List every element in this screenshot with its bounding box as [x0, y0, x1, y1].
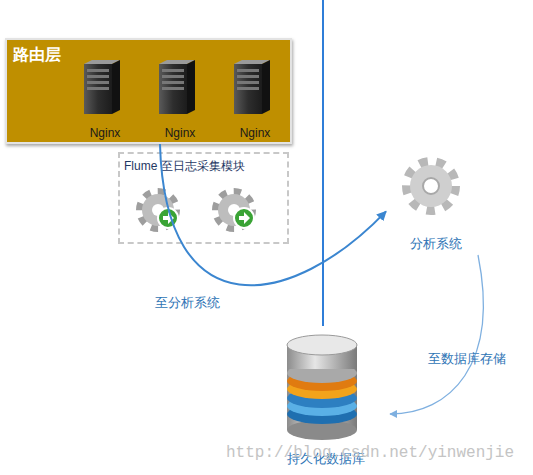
- server-side: [187, 60, 195, 114]
- server-top: [159, 60, 195, 64]
- server-slot: [162, 69, 184, 72]
- server-front: [84, 64, 112, 114]
- server-front: [234, 64, 262, 114]
- watermark: http://blog.csdn.net/yinwenjie: [226, 444, 514, 462]
- gear-body: [142, 194, 174, 226]
- server-slot: [162, 75, 184, 78]
- edge-label: 至数据库存储: [428, 350, 506, 368]
- gear-body: [218, 194, 250, 226]
- gear-teeth: [407, 162, 455, 210]
- node-label: 分析系统: [386, 235, 486, 253]
- db-band: [287, 404, 357, 424]
- gear-teeth: [140, 192, 176, 228]
- flume-gear: [140, 192, 178, 228]
- server-top: [234, 60, 270, 64]
- edge-label: 至分析系统: [155, 294, 220, 312]
- gear-hole: [228, 204, 240, 216]
- server-node: Nginx: [155, 60, 205, 140]
- server-slot: [87, 75, 109, 78]
- arrow-badge: [234, 208, 254, 228]
- server-front: [159, 64, 187, 114]
- layer-box: 路由层 Nginx Nginx Nginx: [5, 38, 292, 144]
- gear-body: [410, 165, 452, 207]
- server-slot: [87, 87, 109, 90]
- database-icon: [287, 335, 357, 440]
- server-icon: [234, 60, 270, 114]
- arrow-glyph: [163, 212, 174, 224]
- server-slot: [237, 69, 259, 72]
- db-band: [287, 379, 357, 399]
- system-node: 分析系统: [386, 158, 486, 255]
- server-side: [262, 60, 270, 114]
- server-node: Nginx: [230, 60, 280, 140]
- gear-teeth: [216, 192, 252, 228]
- module-box: Flume 至日志采集模块: [118, 152, 289, 244]
- server-slot: [237, 87, 259, 90]
- server-slot: [162, 81, 184, 84]
- server-top: [84, 60, 120, 64]
- server-node: Nginx: [80, 60, 130, 140]
- node-label: Nginx: [80, 126, 130, 140]
- db-bottom: [287, 420, 357, 440]
- db-band: [287, 388, 357, 408]
- server-icon: [159, 60, 195, 114]
- server-slot: [87, 69, 109, 72]
- flow-arrow: [390, 255, 483, 414]
- node-label: Nginx: [230, 126, 280, 140]
- node-label: Nginx: [155, 126, 205, 140]
- gear-hole: [152, 204, 164, 216]
- server-side: [112, 60, 120, 114]
- server-slot: [162, 87, 184, 90]
- arrow-glyph: [239, 212, 250, 224]
- divider-line: [322, 0, 324, 326]
- flume-gear: [216, 192, 254, 228]
- db-body: [287, 345, 357, 430]
- flow-arrow: [160, 144, 386, 285]
- db-band: [287, 371, 357, 391]
- server-icon: [84, 60, 120, 114]
- server-slot: [237, 75, 259, 78]
- gear-hole: [423, 178, 439, 194]
- node-label: 路由层: [13, 45, 61, 66]
- db-band: [287, 363, 357, 383]
- server-slot: [87, 81, 109, 84]
- db-body: [287, 345, 357, 369]
- server-slot: [237, 81, 259, 84]
- database-node: 持久化数据库: [262, 330, 390, 470]
- node-label: 持久化数据库: [262, 450, 390, 468]
- db-body: [287, 345, 357, 373]
- arrow-badge: [158, 208, 178, 228]
- analysis-gear: [407, 162, 455, 210]
- node-label: Flume 至日志采集模块: [124, 158, 245, 175]
- db-band: [287, 396, 357, 416]
- db-top: [287, 335, 357, 355]
